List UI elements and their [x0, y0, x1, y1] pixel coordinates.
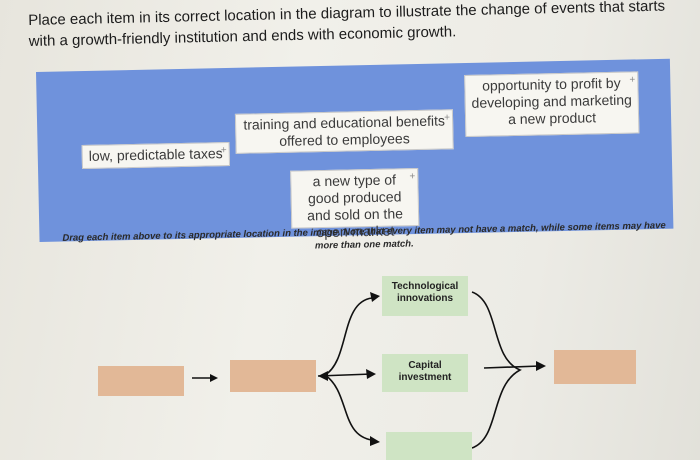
drag-tile-training-benefits[interactable]: training and educational benefits offere…	[234, 109, 454, 154]
drop-slot-capital[interactable]	[382, 354, 468, 392]
arrow-head	[366, 369, 376, 379]
drag-tile-opportunity-to-profit[interactable]: opportunity to profit by developing and …	[464, 71, 640, 138]
technological-innovations-label: Technological innovations	[391, 281, 459, 304]
capital-investment-label: Capital investment	[398, 360, 452, 383]
drop-slot-1[interactable]	[98, 366, 184, 396]
arrow-head	[370, 436, 380, 446]
arrow-branch-to-end	[483, 365, 541, 369]
instructions-text: Place each item in its correct location …	[28, 0, 666, 50]
left-brace	[323, 297, 373, 441]
arrow-head	[210, 374, 218, 382]
tile-label: opportunity to profit by developing and …	[471, 74, 633, 128]
drop-slot-bottom[interactable]	[386, 432, 472, 460]
arrow-head	[370, 292, 380, 302]
drop-slot-technological[interactable]	[382, 276, 468, 316]
drop-slot-2[interactable]	[230, 360, 316, 392]
plus-icon: +	[444, 112, 451, 124]
plus-icon: +	[409, 171, 416, 183]
drag-item-bank: low, predictable taxes + training and ed…	[36, 58, 674, 242]
drag-tile-new-good[interactable]: a new type of good produced and sold on …	[290, 168, 420, 240]
diagram-arrows	[192, 291, 546, 449]
plus-icon: +	[220, 145, 227, 157]
flow-diagram: Technological innovations Capital invest…	[0, 270, 700, 460]
arrow-head	[318, 371, 328, 381]
arrow-head	[536, 361, 546, 371]
plus-icon: +	[629, 74, 636, 86]
tile-label: training and educational benefits offere…	[243, 112, 446, 149]
right-brace	[471, 291, 522, 449]
drag-tile-low-taxes[interactable]: low, predictable taxes +	[81, 141, 231, 170]
drop-slot-end[interactable]	[554, 350, 636, 384]
tile-label: low, predictable taxes	[88, 145, 223, 164]
